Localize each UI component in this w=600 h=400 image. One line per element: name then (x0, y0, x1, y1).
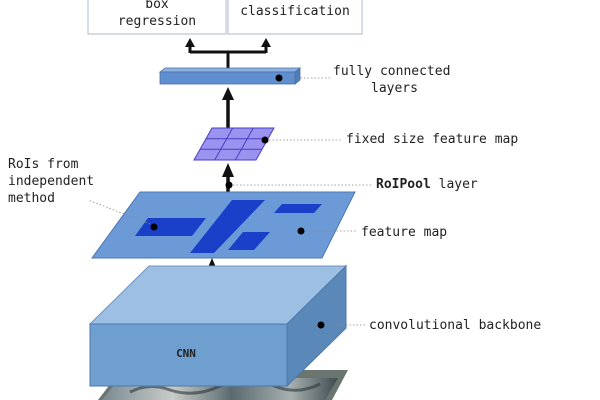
fully-connected-label-line1: fully connected (333, 64, 450, 79)
box-regression-label-line2: regression (118, 14, 196, 29)
feature-map-label: feature map (361, 225, 447, 240)
roi-region (274, 204, 322, 213)
output-boxes: box regression classification (87, 0, 363, 35)
fixed-size-feature-map (193, 127, 342, 161)
rois-label-line1: RoIs from (8, 157, 79, 172)
cnn-block: CNN (88, 264, 366, 388)
arrowhead-icon (222, 163, 234, 177)
roipool-rest-text: layer (431, 177, 478, 192)
fixed-size-feature-map-label: fixed size feature map (346, 132, 518, 147)
fully-connected-label-line2: layers (371, 81, 418, 96)
convolutional-backbone-label: convolutional backbone (369, 318, 541, 333)
arrowhead-icon (185, 38, 195, 47)
fully-connected-layer (158, 67, 330, 85)
classification-label: classification (240, 4, 350, 19)
box-regression-box (87, 0, 227, 35)
cnn-label: CNN (176, 347, 196, 360)
arrowhead-icon (222, 87, 234, 100)
roi-region (135, 218, 206, 236)
box-regression-label-line1: box (145, 0, 169, 12)
arrow-to-fc (222, 87, 234, 128)
classification-box (227, 0, 363, 35)
rois-label-line3: method (8, 191, 55, 206)
feature-map (87, 191, 357, 259)
roi-region (190, 200, 265, 253)
split-arrows (185, 38, 271, 70)
arrowhead-icon (261, 38, 271, 47)
roipool-bold-text: RoIPool (376, 177, 431, 192)
roipool-layer-label: RoIPool layer (376, 177, 478, 192)
rois-label-line2: independent (8, 174, 94, 189)
roi-region (228, 232, 270, 250)
